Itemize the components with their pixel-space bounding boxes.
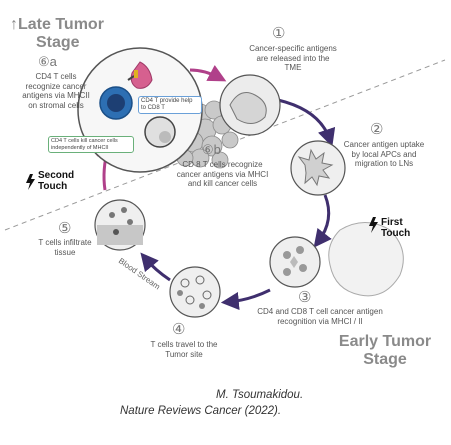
up-arrow-icon: ↑ xyxy=(10,16,18,33)
second-touch-line1: Second xyxy=(38,170,75,181)
arrow-3-to-4 xyxy=(220,288,271,310)
step4-cell xyxy=(169,266,221,318)
step2-apc-cell xyxy=(290,140,346,196)
step5-cell xyxy=(94,199,146,251)
lightning-icon xyxy=(26,174,35,190)
late-stage-title: ↑Late Tumor Stage xyxy=(10,16,104,52)
step1-cell xyxy=(219,74,281,136)
step4-text: T cells travel to the Tumor site xyxy=(150,340,218,359)
early-stage-line1: Early Tumor xyxy=(338,333,432,350)
first-touch-label: First Touch xyxy=(381,217,410,239)
step1-number: ① xyxy=(272,25,286,42)
late-stage-line1: Late Tumor xyxy=(18,16,104,33)
citation-author: M. Tsoumakidou. xyxy=(216,389,304,401)
step5-number: ⑤ xyxy=(58,220,72,237)
early-stage-title: Early Tumor Stage xyxy=(330,333,440,369)
step2-text: Cancer antigen uptake by local APCs and … xyxy=(343,140,425,168)
step2-number: ② xyxy=(370,121,384,138)
blood-stream-label: Blood Stream xyxy=(117,256,162,291)
cd4-kill-label: CD4 T cells kill cancer cells independen… xyxy=(48,136,134,153)
step3-number: ③ xyxy=(298,289,312,306)
lymph-node xyxy=(328,222,404,297)
arrow-2-to-3 xyxy=(313,194,332,248)
step6a-text: CD4 T cells recognize cancer antigens vi… xyxy=(22,72,90,110)
step6a-number: ⑥a xyxy=(38,54,57,69)
early-stage-line2: Stage xyxy=(363,351,407,368)
arrow-4-to-5 xyxy=(140,252,171,282)
citation: M. Tsoumakidou. Nature Reviews Cancer (2… xyxy=(120,387,303,419)
step5-text: T cells infiltrate tissue xyxy=(38,238,92,257)
step6b-text: CD 8 T cells recognize cancer antigens v… xyxy=(176,160,269,188)
cd4-help-label: CD4 T provide help to CD8 T xyxy=(138,96,202,114)
step4-number: ④ xyxy=(172,321,186,338)
citation-journal: Nature Reviews Cancer (2022). xyxy=(120,405,282,417)
step1-text: Cancer-specific antigens are released in… xyxy=(249,44,337,72)
lightning-icon xyxy=(369,217,378,233)
first-touch-line2: Touch xyxy=(381,228,411,239)
late-stage-line2: Stage xyxy=(36,34,80,51)
arrow-6-to-1 xyxy=(189,64,227,82)
step6b-number: ⑥b xyxy=(202,142,221,157)
second-touch-label: Second Touch xyxy=(38,170,74,192)
arrow-1-to-2 xyxy=(277,98,336,147)
step3-cell xyxy=(269,236,321,288)
step3-text: CD4 and CD8 T cell cancer antigen recogn… xyxy=(257,307,383,326)
first-touch-line1: First xyxy=(381,217,403,228)
second-touch-line2: Touch xyxy=(38,181,68,192)
